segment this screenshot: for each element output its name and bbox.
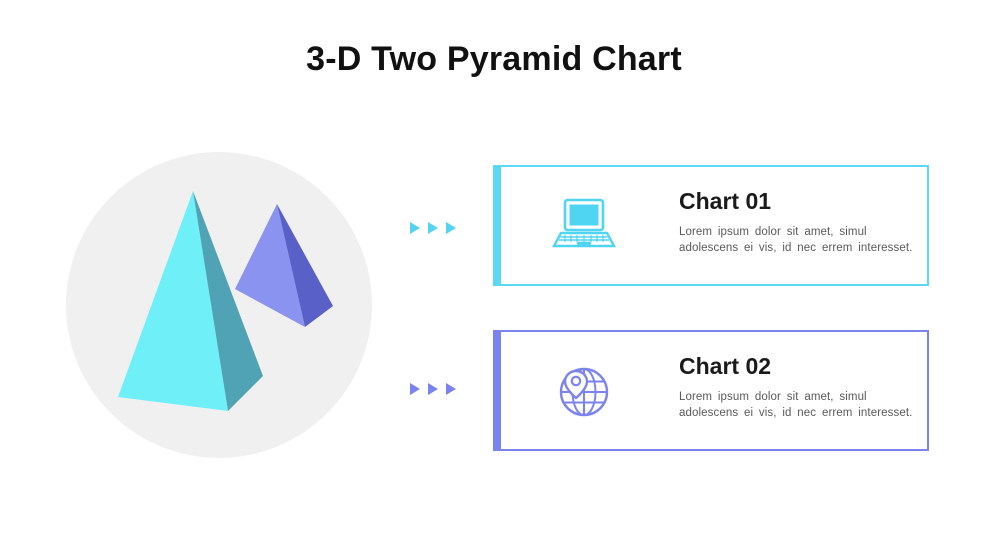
card-body-line: Lorem ipsum dolor sit amet, simul	[679, 391, 867, 404]
right-triangle-icon	[446, 383, 456, 395]
card-text-block: Chart 01 Lorem ipsum dolor sit amet, sim…	[679, 188, 929, 256]
purple-pyramid-front-face	[235, 204, 305, 327]
right-triangle-icon	[410, 222, 420, 234]
cyan-pyramid-side-face	[193, 191, 263, 411]
arrow-group-chart-01	[410, 222, 456, 234]
card-body-line: adolescens ei vis, id nec errem interess…	[679, 406, 913, 419]
card-chart-01: Chart 01 Lorem ipsum dolor sit amet, sim…	[493, 165, 929, 286]
arrow-group-chart-02	[410, 383, 456, 395]
card-body: Lorem ipsum dolor sit amet, simul adoles…	[679, 225, 929, 255]
card-chart-02: Chart 02 Lorem ipsum dolor sit amet, sim…	[493, 330, 929, 451]
card-body-line: Lorem ipsum dolor sit amet, simul	[679, 226, 867, 239]
card-title: Chart 01	[679, 188, 772, 214]
pyramid-circle-background	[66, 152, 372, 458]
card-body-line: adolescens ei vis, id nec errem interess…	[679, 241, 913, 254]
right-triangle-icon	[410, 383, 420, 395]
card-title: Chart 02	[679, 353, 772, 379]
cyan-pyramid-front-face	[118, 191, 228, 411]
right-triangle-icon	[428, 383, 438, 395]
right-triangle-icon	[446, 222, 456, 234]
right-triangle-icon	[428, 222, 438, 234]
card-text-block: Chart 02 Lorem ipsum dolor sit amet, sim…	[679, 353, 929, 421]
laptop-icon	[551, 197, 617, 255]
globe-icon	[551, 362, 617, 420]
purple-pyramid-side-face	[277, 204, 333, 327]
two-pyramids-graphic	[118, 191, 333, 411]
card-body: Lorem ipsum dolor sit amet, simul adoles…	[679, 390, 929, 420]
slide-title: 3-D Two Pyramid Chart	[306, 40, 682, 78]
